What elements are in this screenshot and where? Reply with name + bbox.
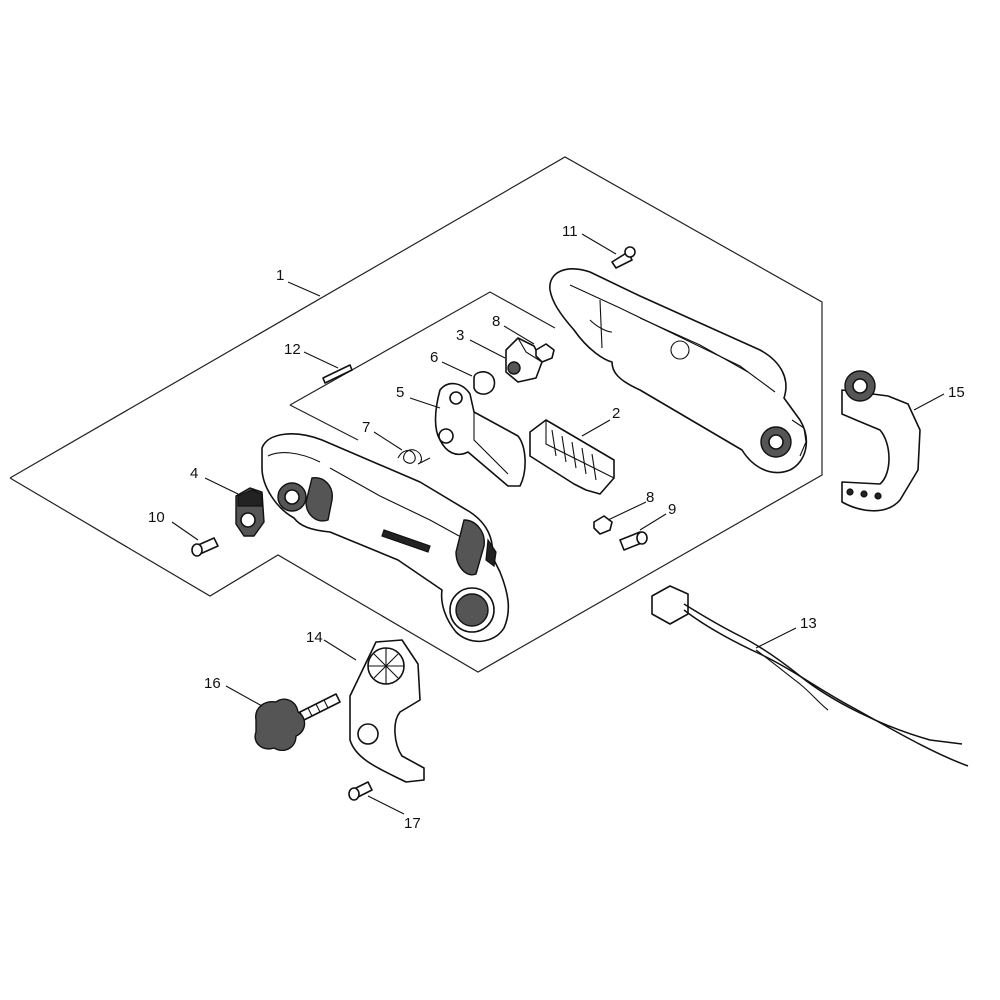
callout-8a: 8 [492,313,500,330]
callout-13: 13 [800,615,817,632]
switch-cap-icon [505,337,543,383]
callout-5: 5 [396,384,404,401]
screw-10-icon [191,537,219,557]
screw-11-icon [611,246,636,269]
callout-10: 10 [148,509,165,526]
callout-9: 9 [668,501,676,518]
callout-4: 4 [190,465,198,482]
knob-bolt-icon [254,693,341,752]
callout-17: 17 [404,815,421,832]
nut-8a-icon [535,343,555,363]
callout-3: 3 [456,327,464,344]
screw-17-icon [348,781,373,801]
assembly-outline [9,156,823,673]
trigger-icon [235,487,265,537]
callout-7: 7 [362,419,370,436]
screw-9-icon [619,531,648,551]
spring-icon [397,449,431,465]
callout-6: 6 [430,349,438,366]
wire-harness-icon [651,585,969,767]
callout-14: 14 [306,629,323,646]
callout-11: 11 [562,223,578,240]
bracket-icon [349,639,425,783]
callout-1: 1 [276,267,284,284]
lockout-lever-icon [434,382,526,487]
bracket-clamp-icon [841,370,921,512]
pin-icon [322,364,353,384]
handle-right-half-icon [549,268,808,474]
ring-icon [473,371,496,395]
callout-labels: 1 2 3 4 5 6 7 8 8 9 10 11 12 13 14 15 16… [148,223,965,832]
nut-8b-icon [593,515,613,535]
leader-lines [171,233,945,815]
callout-8b: 8 [646,489,654,506]
switch-housing-icon [529,419,615,495]
callout-12: 12 [284,341,301,358]
callout-2: 2 [612,405,620,422]
callout-16: 16 [204,675,221,692]
handle-left-half-icon [261,433,510,643]
callout-15: 15 [948,384,965,401]
